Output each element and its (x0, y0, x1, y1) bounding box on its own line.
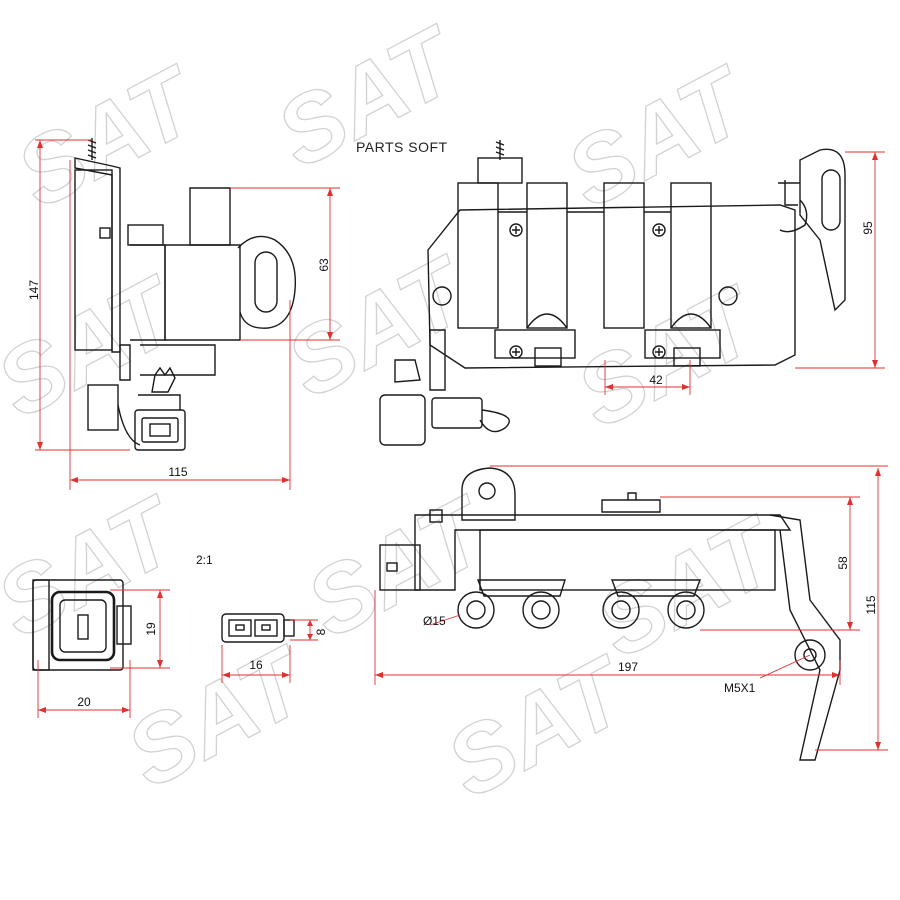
dimension-147: 147 (27, 280, 41, 300)
connector-detail-small (221, 613, 295, 643)
dimension-m5x1: M5X1 (724, 681, 756, 695)
dimension-115-side: 115 (168, 465, 187, 479)
front-view-dim-arrows (605, 152, 878, 390)
side-view (74, 138, 297, 451)
bottom-view (379, 467, 841, 761)
watermark-text: SAT (0, 476, 198, 659)
dimension-20: 20 (77, 695, 91, 709)
dimension-diameter-15: Ø15 (423, 614, 446, 628)
dimension-42: 42 (649, 373, 663, 387)
front-view-dimensions (604, 151, 885, 395)
side-view-dim-arrows (37, 140, 333, 483)
bottom-view-dimensions (374, 465, 888, 751)
connector-small-dimensions (221, 619, 318, 683)
watermark-text: SAT (0, 46, 217, 229)
watermark-text: SAT (550, 46, 767, 229)
dimension-63: 63 (317, 258, 331, 272)
connector-detail-large (32, 579, 132, 671)
dimension-95: 95 (861, 221, 875, 235)
dimension-19: 19 (144, 622, 158, 636)
connector-large-dimensions (37, 589, 170, 718)
dimension-16: 16 (249, 658, 263, 672)
front-view (379, 140, 846, 446)
scale-label: 2:1 (196, 553, 213, 567)
dimension-58: 58 (836, 556, 850, 570)
bottom-view-dim-arrows (375, 468, 881, 750)
dimension-115-bottom: 115 (864, 595, 878, 614)
watermark-text: SAT (260, 6, 477, 189)
side-view-dimensions (35, 139, 340, 490)
dimension-197: 197 (618, 660, 638, 674)
connector-large-dim-arrows (38, 590, 163, 713)
watermark-text: SAT (430, 636, 647, 819)
watermark-text: SAT (270, 236, 487, 419)
watermark-text: SAT (560, 266, 777, 449)
connector-small-dim-arrows (222, 620, 313, 678)
watermark-text: SAT (110, 626, 327, 809)
watermark-text: SAT (580, 496, 797, 679)
brand-label: PARTS SOFT (356, 139, 448, 155)
dimension-8: 8 (314, 628, 328, 635)
